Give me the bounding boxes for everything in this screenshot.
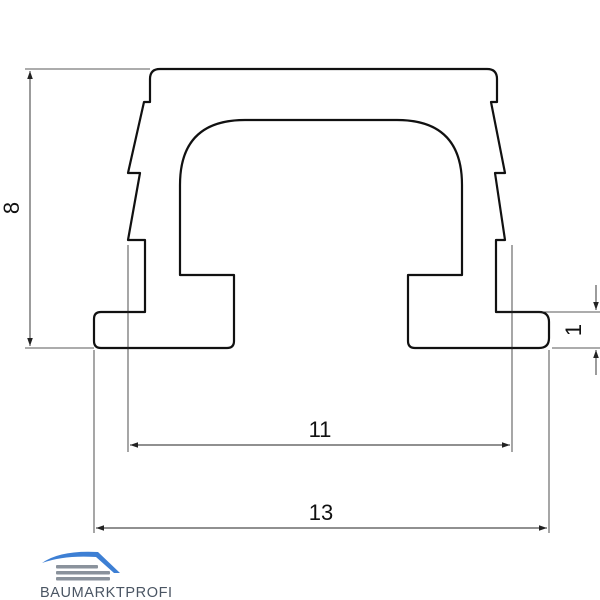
logo-stripe-2 [56, 571, 110, 575]
logo-roof-icon [42, 551, 120, 573]
height-dimension-label: 8 [0, 202, 24, 214]
logo-stripe-1 [56, 565, 98, 569]
logo-text: BAUMARKTPROFI [40, 585, 173, 600]
logo-stripe-3 [56, 577, 110, 581]
profile-outline [92, 67, 551, 350]
outer-width-dimension-label: 13 [309, 500, 333, 525]
inner-width-dimension-label: 11 [309, 417, 332, 442]
baumarktprofi-logo: BAUMARKTPROFI [40, 551, 173, 600]
foot-thickness-label: 1 [561, 324, 586, 336]
